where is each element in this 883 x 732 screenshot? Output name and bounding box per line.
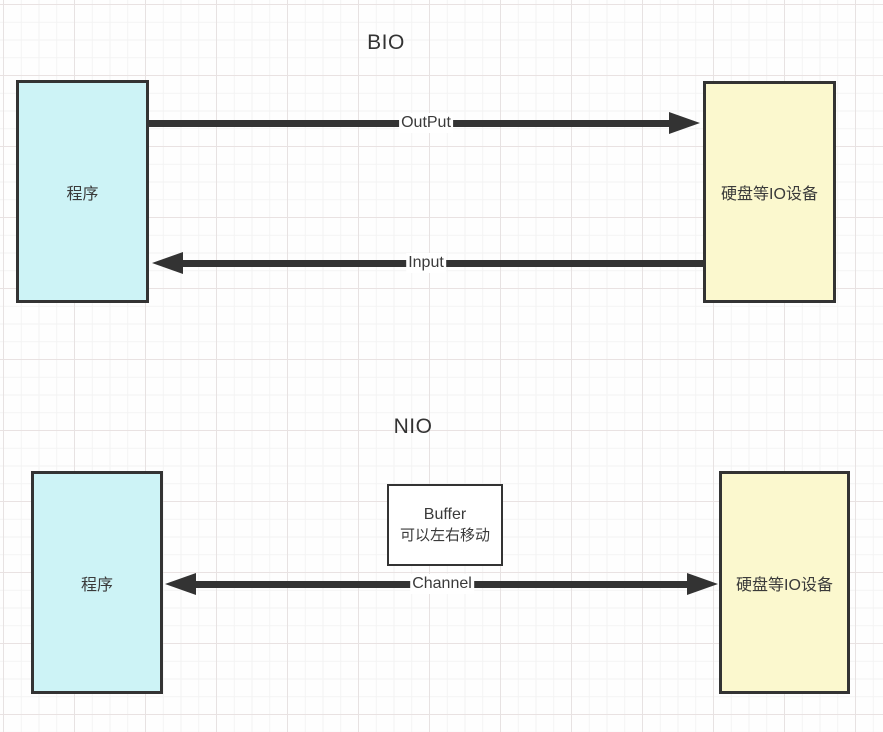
- buffer-sublabel: 可以左右移动: [399, 527, 490, 544]
- arrowhead-left-icon: [165, 573, 196, 595]
- bio-program-box: 程序: [16, 80, 149, 303]
- bio-device-box: 硬盘等IO设备: [703, 81, 836, 303]
- bio-input-label: Input: [406, 253, 446, 273]
- nio-section-title: NIO: [393, 415, 433, 438]
- nio-device-label: 硬盘等IO设备: [736, 576, 833, 594]
- arrowhead-right-icon: [687, 573, 718, 595]
- bio-device-label: 硬盘等IO设备: [721, 186, 818, 203]
- bio-output-label: OutPut: [399, 113, 453, 133]
- nio-device-box: 硬盘等IO设备: [719, 471, 850, 694]
- arrowhead-right-icon: [669, 112, 700, 134]
- nio-channel-label: Channel: [410, 574, 474, 594]
- arrowhead-left-icon: [152, 252, 183, 274]
- nio-program-box: 程序: [31, 471, 163, 694]
- bio-program-label: 程序: [66, 185, 99, 203]
- bio-section-title: BIO: [367, 31, 405, 54]
- nio-program-label: 程序: [80, 576, 113, 594]
- buffer-label: Buffer: [423, 506, 467, 523]
- nio-buffer-box: Buffer 可以左右移动: [387, 484, 503, 566]
